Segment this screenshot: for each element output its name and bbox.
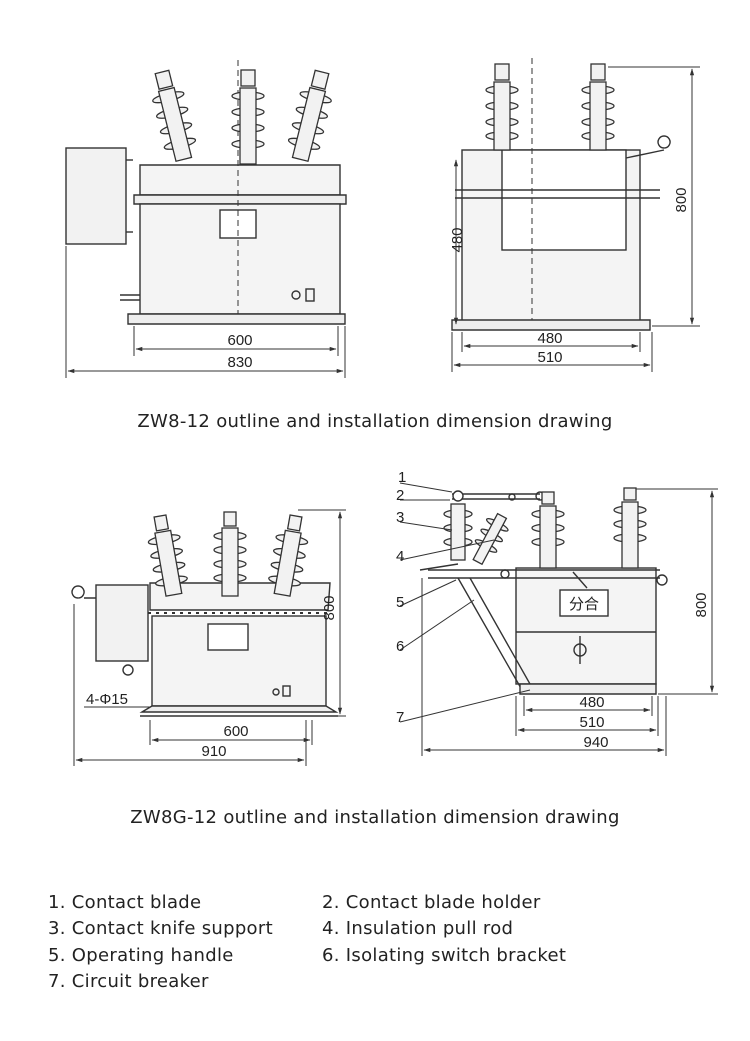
zw8g-side-mid-width: 510 <box>579 714 604 731</box>
zw8g-side-bushings <box>443 487 647 569</box>
zw8g-side-height: 800 <box>693 592 710 617</box>
zw8g-side-view <box>419 490 668 695</box>
zw8g-callout-5: 5 <box>396 594 404 611</box>
zw8g-callout-7: 7 <box>396 709 404 726</box>
legend-item-1: 1. Contact blade <box>48 892 202 913</box>
legend-item-7: 7. Circuit breaker <box>48 971 209 992</box>
zw8g-front-bushings <box>147 511 309 597</box>
zw8g-callout-4: 4 <box>396 548 404 565</box>
zw8g-front-view <box>71 582 339 717</box>
zw8-side-inner-width: 480 <box>537 330 562 347</box>
zw8-front-inner-width: 600 <box>227 332 252 349</box>
zw8g-side-inner-width: 480 <box>579 694 604 711</box>
legend-item-2: 2. Contact blade holder <box>322 892 541 913</box>
legend-item-5: 5. Operating handle <box>48 945 234 966</box>
legend-item-6: 6. Isolating switch bracket <box>322 945 567 966</box>
legend-item-4: 4. Insulation pull rod <box>322 918 514 939</box>
zw8-front-outer-width: 830 <box>227 354 252 371</box>
zw8g-callout-2: 2 <box>396 487 404 504</box>
zw8g-callout-6: 6 <box>396 638 404 655</box>
zw8g-caption: ZW8G-12 outline and installation dimensi… <box>130 807 620 828</box>
zw8g-front-inner-width: 600 <box>223 723 248 740</box>
zw8-side-view <box>451 58 671 331</box>
legend-item-3: 3. Contact knife support <box>48 918 273 939</box>
zw8g-panel-label: 分合 <box>569 596 599 613</box>
zw8g-mount-holes: 4-Φ15 <box>86 691 128 708</box>
zw8g-front-outer-width: 910 <box>201 743 226 760</box>
zw8-side-height: 800 <box>673 187 690 212</box>
zw8-side-dimensions <box>451 66 700 372</box>
zw8g-side-outer-width: 940 <box>583 734 608 751</box>
zw8g-callout-3: 3 <box>396 509 404 526</box>
zw8g-front-height: 800 <box>321 595 338 620</box>
zw8-side-outer-width: 510 <box>537 349 562 366</box>
zw8-caption: ZW8-12 outline and installation dimensio… <box>137 411 613 432</box>
zw8g-callout-1: 1 <box>398 469 406 486</box>
dimension-drawing: 600 830 800 <box>65 58 718 766</box>
zw8-side-mid-height: 480 <box>449 227 466 252</box>
zw8-front-dimensions <box>65 246 346 378</box>
zw8g-side-dimensions <box>421 488 718 756</box>
zw8g-front-dimensions <box>73 509 346 766</box>
zw8-front-view <box>65 60 347 325</box>
zw8-side-bushings <box>485 63 615 151</box>
zw8-front-bushings <box>152 69 332 165</box>
